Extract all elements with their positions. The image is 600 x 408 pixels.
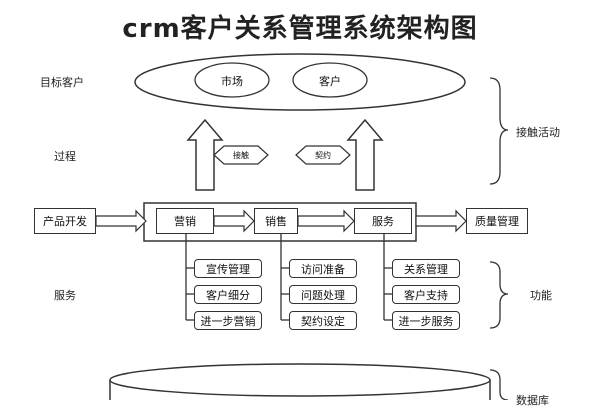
arrow-input xyxy=(95,209,147,233)
sales-box: 销售 xyxy=(254,208,298,234)
process-label: 过程 xyxy=(54,150,76,163)
function-item: 关系管理 xyxy=(392,259,460,278)
up-arrow-left xyxy=(186,118,224,191)
contact-label: 接触 xyxy=(233,151,249,160)
function-item: 客户支持 xyxy=(392,285,460,304)
brace-function xyxy=(489,261,509,329)
contract-label: 契约 xyxy=(315,151,331,160)
service-box: 服务 xyxy=(354,208,412,234)
customer-label: 客户 xyxy=(319,75,341,88)
function-item: 契约设定 xyxy=(289,311,357,330)
product-development-box: 产品开发 xyxy=(34,208,96,234)
function-item: 客户细分 xyxy=(194,285,262,304)
contact-activity-label: 接触活动 xyxy=(516,126,560,139)
target-customer-label: 目标客户 xyxy=(40,76,84,89)
service-label: 服务 xyxy=(54,289,76,302)
marketing-box: 营销 xyxy=(156,208,214,234)
contract-double-arrow xyxy=(295,145,351,165)
quality-management-box: 质量管理 xyxy=(466,208,528,234)
arrow-marketing-sales xyxy=(213,209,255,233)
function-item: 进一步营销 xyxy=(194,311,262,330)
up-arrow-right xyxy=(346,118,384,191)
target-ellipse xyxy=(134,53,466,111)
contact-double-arrow xyxy=(213,145,269,165)
brace-contact xyxy=(489,77,509,185)
function-item: 访问准备 xyxy=(289,259,357,278)
function-item: 问题处理 xyxy=(289,285,357,304)
database-cylinder-top xyxy=(109,363,491,397)
market-circle xyxy=(194,62,270,98)
database-label: 数据库 xyxy=(516,394,549,407)
arrow-sales-service xyxy=(297,209,355,233)
arrow-output xyxy=(415,209,467,233)
market-label: 市场 xyxy=(221,75,243,88)
diagram-title: crm客户关系管理系统架构图 xyxy=(122,14,478,44)
customer-circle xyxy=(292,62,368,98)
function-item: 宣传管理 xyxy=(194,259,262,278)
brace-database xyxy=(489,369,509,400)
function-item: 进一步服务 xyxy=(392,311,460,330)
function-label: 功能 xyxy=(530,289,552,302)
